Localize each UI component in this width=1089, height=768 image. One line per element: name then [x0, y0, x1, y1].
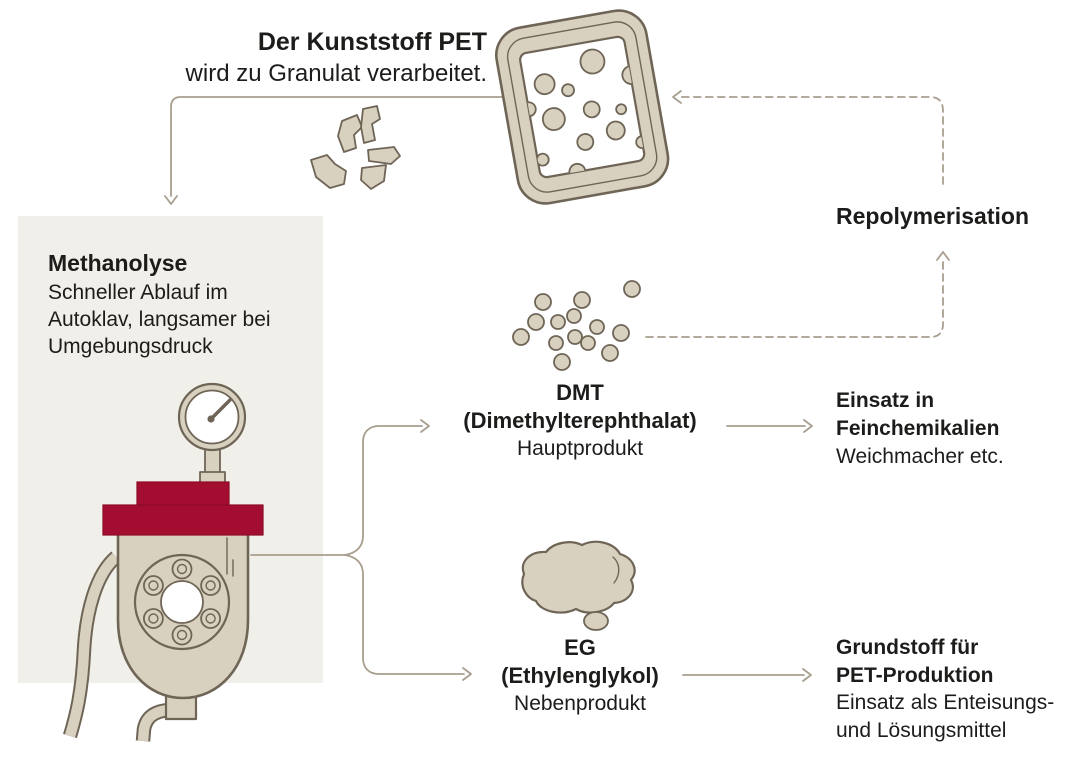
top-caption: Der Kunststoff PET wird zu Granulat vera…: [186, 27, 487, 89]
dmt-abbr: DMT: [556, 380, 604, 405]
pet-granulate-tray-icon: [495, 9, 670, 205]
dmt-fullname: (Dimethylterephthalat): [463, 408, 697, 433]
dmt-role: Hauptprodukt: [516, 437, 644, 460]
dashed-dmt-to-repolymerisation: [645, 260, 944, 338]
autoclave-drain: [164, 694, 198, 721]
arrowhead-right-icon: [420, 419, 430, 433]
flange-bolts: [142, 558, 222, 646]
methanolysis-desc-2: Autoklav, langsamer bei: [48, 308, 271, 331]
dmt-use-line1: Einsatz in: [836, 389, 935, 412]
arrowhead-up-icon: [936, 251, 950, 261]
methanolysis-desc-1: Schneller Ablauf im: [48, 281, 228, 304]
autoclave-lid-top: [136, 481, 230, 508]
eg-puddle-icon: [521, 540, 636, 631]
arrowhead-right-icon: [462, 667, 472, 681]
dashed-repolymerisation-to-pet: [680, 96, 944, 185]
autoclave-lid: [102, 504, 264, 536]
flow-arrows: [164, 90, 950, 682]
eg-abbr: EG: [564, 635, 596, 660]
plastic-flakes-icon: [310, 105, 401, 190]
autoclave-icon: [63, 382, 264, 742]
dmt-use-line2: Feinchemikalien: [836, 417, 1000, 440]
repolymerisation-label: Repolymerisation: [836, 203, 1029, 229]
eg-use-line1: Grundstoff für: [836, 636, 979, 659]
eg-role: Nebenprodukt: [514, 692, 646, 715]
arrowhead-right-icon: [802, 668, 812, 682]
dmt-use-note: Weichmacher etc.: [836, 445, 1004, 468]
eg-label: EG (Ethylenglykol) Nebenprodukt: [430, 634, 730, 718]
gauge-needle: [209, 398, 232, 421]
methanolysis-desc-3: Umgebungsdruck: [48, 335, 213, 358]
top-caption-bold: Der Kunststoff PET: [257, 28, 487, 56]
eg-use-label: Grundstoff für PET-Produktion Einsatz al…: [836, 634, 1054, 744]
arrow-pet-to-methanolysis: [170, 96, 506, 197]
methanolysis-heading: Methanolyse: [48, 250, 188, 276]
branch-to-eg: [344, 554, 465, 675]
dmt-label: DMT (Dimethylterephthalat) Hauptprodukt: [430, 379, 730, 463]
top-caption-sub: wird zu Granulat verarbeitet.: [185, 60, 487, 87]
eg-use-note2: und Lösungsmittel: [836, 718, 1007, 742]
dmt-granules-icon: [512, 280, 641, 371]
arrowhead-left-icon: [672, 90, 682, 104]
arrowhead-right-icon: [803, 419, 813, 433]
dmt-use-label: Einsatz in Feinchemikalien Weichmacher e…: [836, 387, 1004, 471]
eg-use-line2: PET-Produktion: [836, 663, 994, 687]
autoclave-flange: [133, 553, 231, 651]
methanolysis-label: Methanolyse Schneller Ablauf im Autoklav…: [48, 248, 271, 360]
arrowhead-down-icon: [164, 195, 178, 205]
eg-use-note1: Einsatz als Enteisungs-: [836, 691, 1055, 714]
branch-to-dmt: [344, 425, 423, 556]
pressure-gauge-icon: [177, 382, 247, 452]
eg-fullname: (Ethylenglykol): [501, 663, 659, 688]
